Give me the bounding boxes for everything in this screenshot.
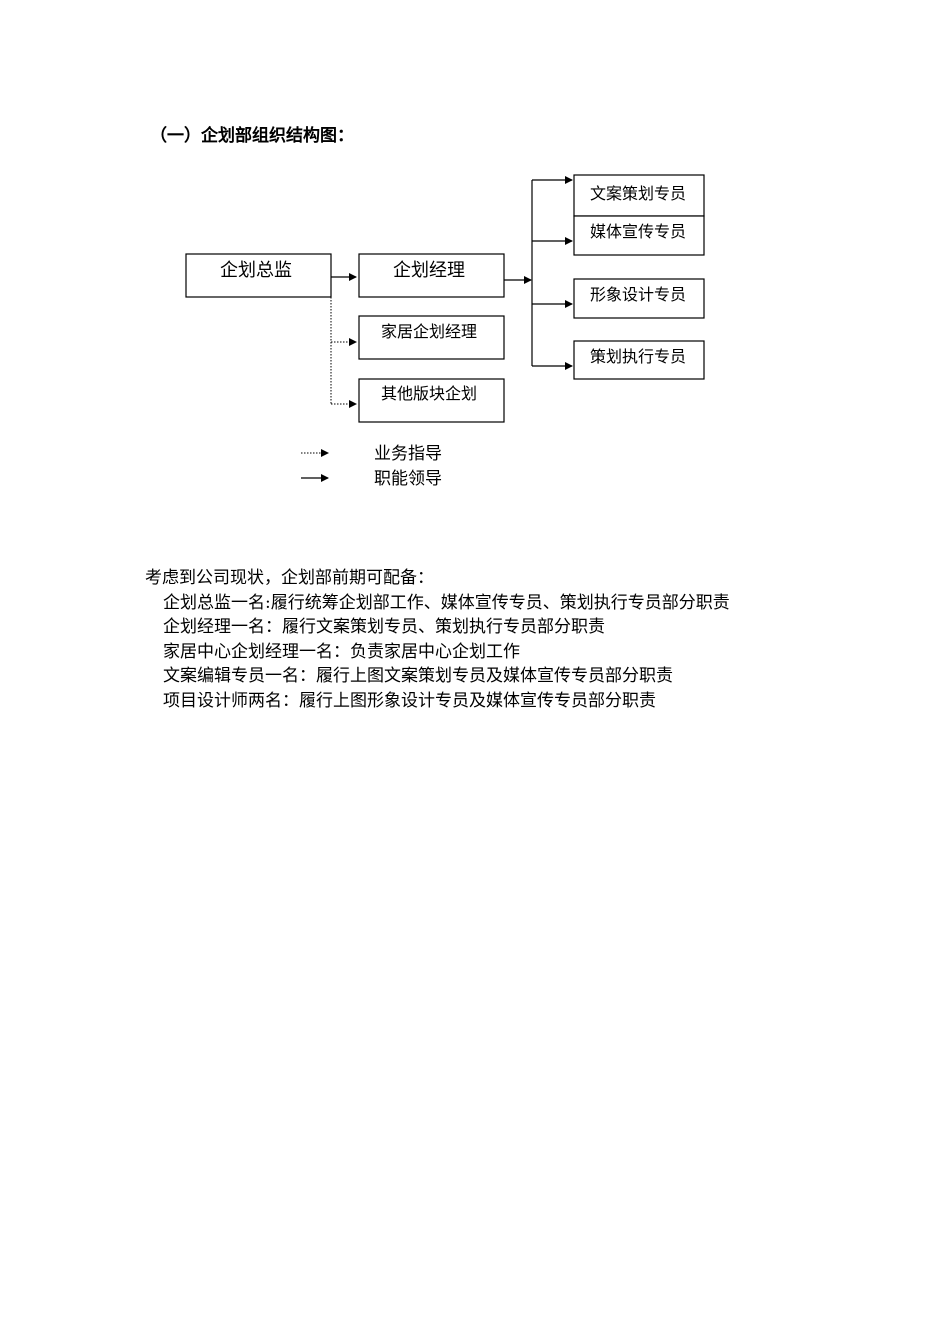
node-home-manager: 家居企划经理 — [358, 315, 505, 360]
node-other: 其他版块企划 — [358, 378, 505, 423]
node-manager: 企划经理 — [358, 253, 505, 298]
staffing-item: 项目设计师两名：履行上图形象设计专员及媒体宣传专员部分职责 — [163, 690, 656, 711]
edge-manager-specialists — [504, 176, 573, 370]
legend: 业务指导 职能领导 — [301, 444, 442, 489]
node-image-design-label: 形象设计专员 — [590, 285, 686, 304]
legend-dotted-label: 业务指导 — [374, 444, 442, 464]
node-home-manager-label: 家居企划经理 — [381, 322, 477, 341]
org-chart-diagram: 企划总监 企划经理 家居企划经理 其他版块企划 文案策划专员 媒体宣传专员 形象… — [185, 174, 705, 489]
node-media: 媒体宣传专员 — [573, 215, 705, 256]
staffing-section: 考虑到公司现状，企划部前期可配备： 企划总监一名:履行统筹企划部工作、媒体宣传专… — [145, 566, 730, 713]
staffing-item: 文案编辑专员一名：履行上图文案策划专员及媒体宣传专员部分职责 — [163, 666, 673, 686]
node-copywriting: 文案策划专员 — [573, 174, 705, 217]
node-media-label: 媒体宣传专员 — [590, 222, 686, 241]
edge-director-subordinates-dotted — [330, 297, 357, 408]
staffing-item: 家居中心企划经理一名：负责家居中心企划工作 — [163, 641, 520, 662]
page-heading: （一）企划部组织结构图： — [150, 126, 354, 146]
staffing-intro: 考虑到公司现状，企划部前期可配备： — [145, 568, 434, 588]
node-other-label: 其他版块企划 — [381, 384, 477, 403]
staffing-item: 企划经理一名：履行文案策划专员、策划执行专员部分职责 — [163, 617, 605, 637]
node-copywriting-label: 文案策划专员 — [590, 184, 686, 203]
node-director-label: 企划总监 — [220, 260, 292, 281]
legend-solid-label: 职能领导 — [374, 469, 442, 489]
node-director: 企划总监 — [185, 253, 332, 298]
node-execution: 策划执行专员 — [573, 340, 705, 380]
node-manager-label: 企划经理 — [393, 260, 465, 281]
node-execution-label: 策划执行专员 — [590, 347, 686, 366]
node-image-design: 形象设计专员 — [573, 278, 705, 319]
staffing-item: 企划总监一名:履行统筹企划部工作、媒体宣传专员、策划执行专员部分职责 — [163, 592, 730, 613]
